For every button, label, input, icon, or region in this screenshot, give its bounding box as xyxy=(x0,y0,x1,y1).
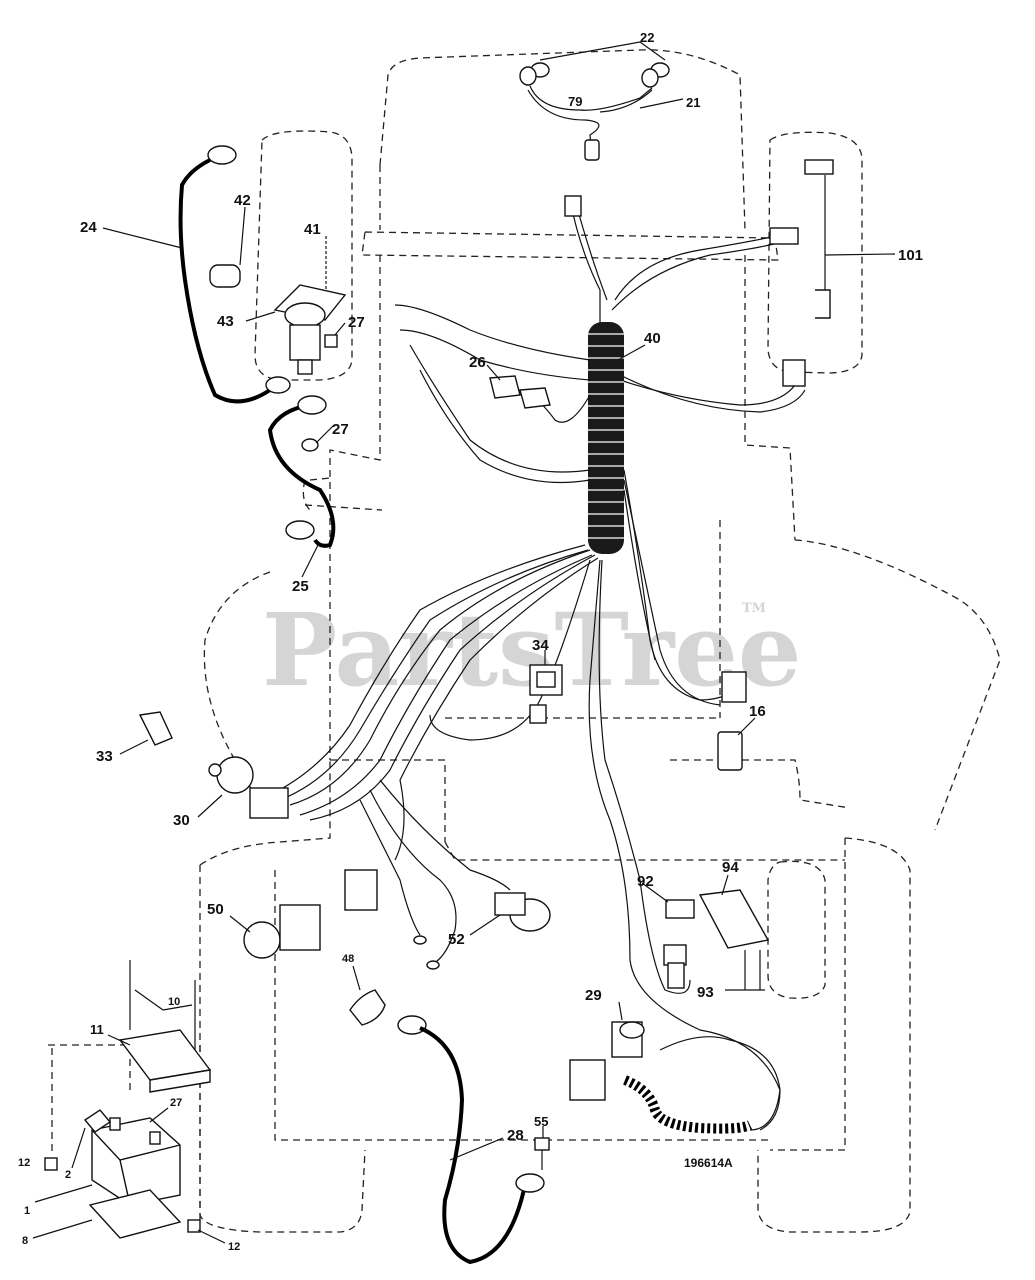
part-101 xyxy=(804,159,834,319)
label-42: 42 xyxy=(234,192,251,209)
label-27-battery: 27 xyxy=(170,1097,182,1109)
label-29: 29 xyxy=(585,987,602,1004)
label-1: 1 xyxy=(24,1205,30,1217)
battery-cables xyxy=(178,145,336,548)
label-34: 34 xyxy=(532,637,549,654)
label-11: 11 xyxy=(90,1022,104,1037)
label-12-bottom: 12 xyxy=(228,1241,240,1253)
solenoid-assembly xyxy=(209,236,347,452)
label-41: 41 xyxy=(304,221,321,238)
label-25: 25 xyxy=(292,578,309,595)
connector-16 xyxy=(717,731,743,771)
coil-29 xyxy=(569,1021,781,1134)
connectors-26 xyxy=(489,375,551,409)
leader-lines xyxy=(32,98,896,1244)
watermark-tm: TM xyxy=(742,601,766,616)
harness-loom xyxy=(588,322,624,554)
bolt-55 xyxy=(534,1137,550,1170)
label-27-top: 27 xyxy=(348,314,365,331)
component-52 xyxy=(413,892,551,970)
switch-50 xyxy=(243,869,378,959)
label-12-left: 12 xyxy=(18,1157,30,1169)
label-21: 21 xyxy=(686,95,700,110)
tractor-outline xyxy=(48,49,1001,1233)
label-24: 24 xyxy=(80,219,97,236)
label-10: 10 xyxy=(168,996,180,1008)
label-26: 26 xyxy=(469,354,486,371)
label-16: 16 xyxy=(749,703,766,720)
label-48: 48 xyxy=(342,953,354,965)
label-40: 40 xyxy=(644,330,661,347)
switch-34 xyxy=(529,664,563,724)
cable-28 xyxy=(349,989,545,1265)
label-30: 30 xyxy=(173,812,190,829)
label-79: 79 xyxy=(568,94,582,109)
label-52: 52 xyxy=(448,931,465,948)
bracket-33 xyxy=(138,711,173,746)
headlight-harness xyxy=(519,41,670,161)
label-33: 33 xyxy=(96,748,113,765)
label-92: 92 xyxy=(637,873,654,890)
label-55: 55 xyxy=(534,1114,548,1129)
label-101: 101 xyxy=(898,247,923,264)
label-43: 43 xyxy=(217,313,234,330)
battery-assembly xyxy=(44,960,212,1239)
ignition-switch-30 xyxy=(208,756,289,819)
main-harness xyxy=(269,195,806,1131)
label-2: 2 xyxy=(65,1169,71,1181)
diagram-code: 196614A xyxy=(684,1156,733,1170)
label-22: 22 xyxy=(640,30,654,45)
label-93: 93 xyxy=(697,984,714,1001)
label-94: 94 xyxy=(722,859,739,876)
label-8: 8 xyxy=(22,1235,28,1247)
part-labels: 22 79 21 101 24 42 41 43 27 27 26 40 25 … xyxy=(18,30,923,1253)
label-50: 50 xyxy=(207,901,224,918)
switches-92-94 xyxy=(663,889,770,991)
label-28: 28 xyxy=(507,1127,524,1144)
label-27-mid: 27 xyxy=(332,421,349,438)
